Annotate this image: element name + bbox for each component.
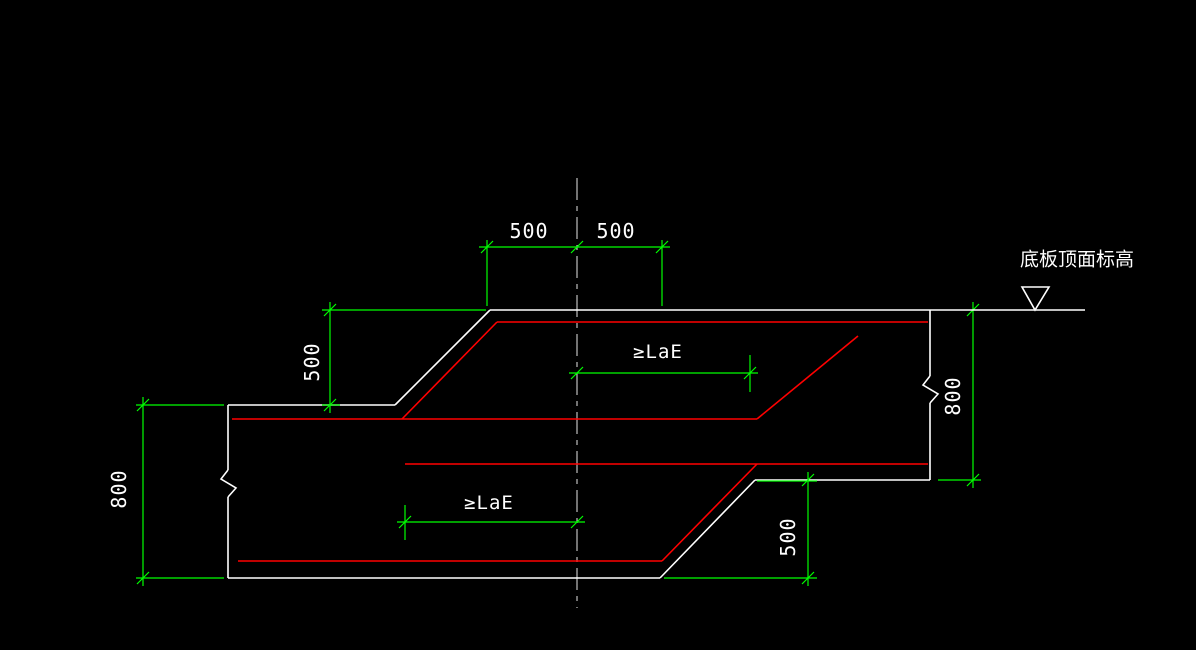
break-symbol-left — [219, 469, 238, 498]
tick — [801, 473, 815, 487]
lower-top-rebar-bend — [756, 335, 859, 420]
elevation-label: 底板顶面标高 — [1019, 248, 1135, 271]
dim-label-right-step-500: 500 — [776, 517, 800, 557]
anchorage-label-bottom: ≥LaE — [464, 492, 514, 514]
tick — [136, 571, 150, 585]
dim-label-right-thickness-800: 800 — [941, 376, 965, 416]
dim-label-top-left-500: 500 — [509, 219, 549, 243]
dimension-lines — [136, 240, 981, 586]
tick — [136, 398, 150, 412]
tick — [323, 398, 337, 412]
tick — [570, 240, 584, 254]
rebar-lines — [232, 321, 928, 562]
anchorage-label-top: ≥LaE — [633, 341, 683, 363]
tick — [480, 240, 494, 254]
top-slope-rebar — [401, 321, 498, 420]
tick — [570, 515, 584, 529]
concrete-outline — [219, 309, 940, 579]
tick — [743, 366, 757, 380]
dim-label-left-step-500: 500 — [300, 342, 324, 382]
tick — [655, 240, 669, 254]
dim-label-top-right-500: 500 — [596, 219, 636, 243]
tick — [966, 473, 980, 487]
bottom-slope-line — [659, 479, 756, 579]
top-slope-line — [394, 309, 491, 406]
elevation-triangle-icon — [1020, 286, 1051, 312]
tick — [323, 303, 337, 317]
tick — [801, 571, 815, 585]
tick — [570, 366, 584, 380]
break-symbol-right — [921, 375, 940, 404]
elevation-symbol — [930, 286, 1085, 312]
bottom-slope-rebar — [661, 463, 758, 562]
tick — [398, 515, 412, 529]
dim-label-left-thickness-800: 800 — [107, 469, 131, 509]
